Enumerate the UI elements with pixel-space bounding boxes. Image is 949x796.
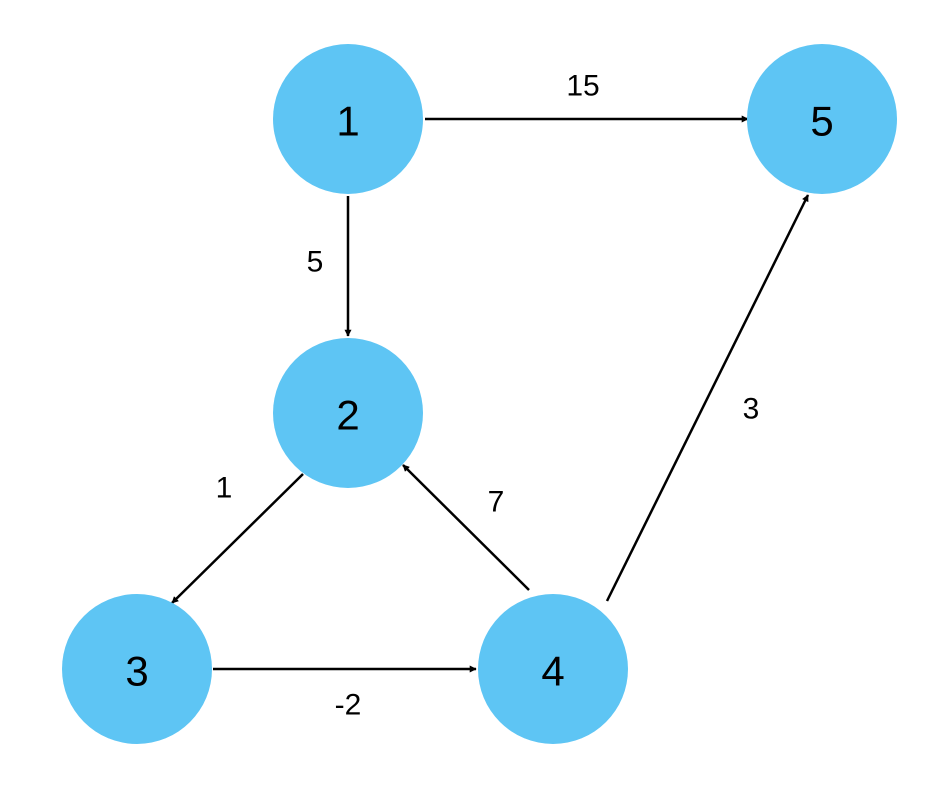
edge-4-to-5-weight-label: 3 <box>743 393 760 426</box>
edges-layer <box>171 115 810 673</box>
node-5-label: 5 <box>810 98 833 145</box>
node-3-label: 3 <box>125 648 148 695</box>
node-3: 3 <box>62 594 212 744</box>
edge-3-to-4-weight-label: -2 <box>335 689 362 722</box>
node-3-circle <box>62 594 212 744</box>
node-2: 2 <box>273 338 423 488</box>
edge-2-to-3-arrow <box>171 473 304 604</box>
edge-4-to-5-arrow <box>605 194 810 602</box>
edge-2-to-3-weight-label: 1 <box>216 472 233 505</box>
edge-4-to-2-weight-label: 7 <box>488 486 505 519</box>
edge-1-to-5-weight-label: 15 <box>566 70 599 103</box>
node-2-label: 2 <box>336 392 359 439</box>
node-1: 1 <box>273 44 423 194</box>
node-1-circle <box>273 44 423 194</box>
node-4: 4 <box>478 594 628 744</box>
node-5: 5 <box>747 44 897 194</box>
edge-4-to-2-arrow <box>402 464 530 591</box>
node-4-label: 4 <box>541 648 564 695</box>
node-2-circle <box>273 338 423 488</box>
node-4-circle <box>478 594 628 744</box>
nodes-layer: 1 2 3 4 5 <box>62 44 897 744</box>
edge-1-to-2-weight-label: 5 <box>307 246 324 279</box>
edge-labels-layer: 15 5 1 7 3 -2 <box>216 70 760 722</box>
node-1-label: 1 <box>336 98 359 145</box>
node-5-circle <box>747 44 897 194</box>
